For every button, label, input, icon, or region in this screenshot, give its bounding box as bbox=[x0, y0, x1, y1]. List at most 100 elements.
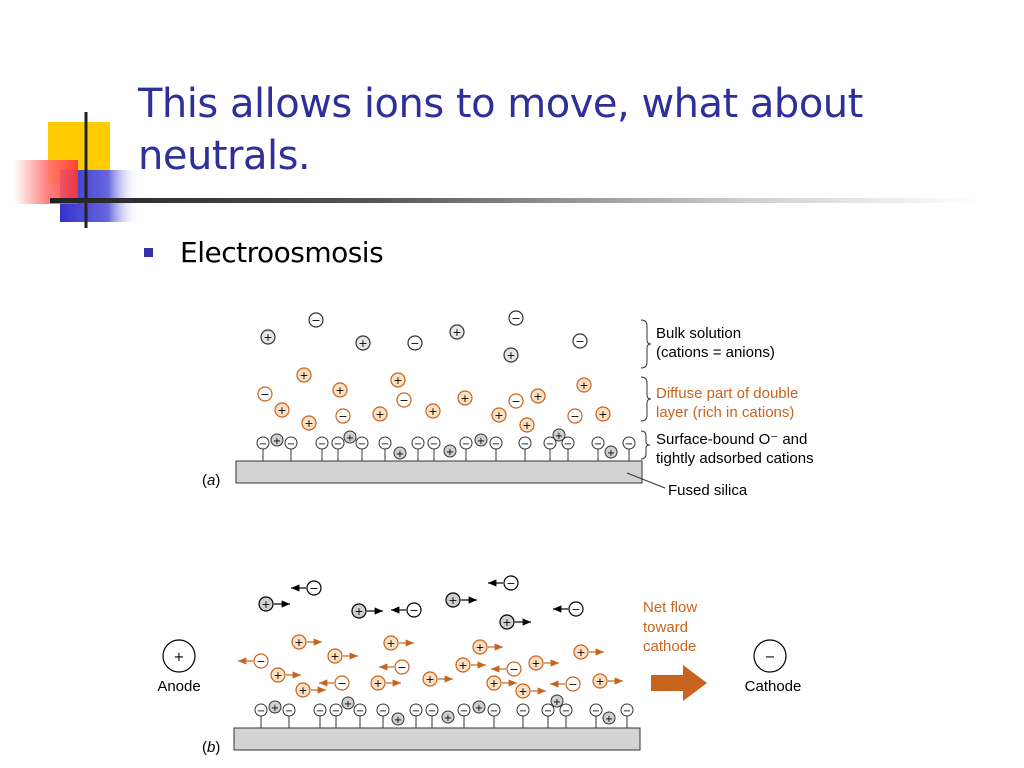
anode: + Anode bbox=[157, 639, 201, 695]
svg-text:−: − bbox=[332, 706, 340, 717]
ion-plus: + bbox=[296, 367, 312, 383]
ion-plus-moving: + bbox=[291, 634, 322, 650]
ion-minus: − bbox=[308, 312, 324, 328]
bound-plus: + bbox=[602, 711, 616, 725]
ion-plus: + bbox=[449, 324, 465, 340]
bound-minus: − bbox=[353, 703, 367, 728]
electroosmosis-figure: + − + − + − + − + + + − + + − + − + + + … bbox=[157, 310, 814, 756]
diffuse-ions-b: + + + + + − + + − + − + + + − + + − + bbox=[238, 634, 623, 699]
brace-surface bbox=[640, 430, 651, 460]
svg-text:−: − bbox=[430, 439, 438, 450]
panel-a: + − + − + − + − + + + − + + − + − + + + … bbox=[202, 310, 814, 499]
bound-minus: − bbox=[489, 436, 503, 461]
surface-label-2: tightly adsorbed cations bbox=[656, 450, 814, 467]
svg-text:+: + bbox=[304, 417, 313, 430]
bound-minus: − bbox=[315, 436, 329, 461]
bound-plus: + bbox=[341, 696, 355, 710]
svg-text:+: + bbox=[518, 685, 527, 698]
bound-minus: − bbox=[331, 436, 345, 461]
ion-minus: − bbox=[407, 335, 423, 351]
net-flow-arrow-icon bbox=[651, 665, 707, 701]
svg-text:+: + bbox=[553, 697, 561, 708]
svg-text:−: − bbox=[410, 337, 419, 350]
svg-text:−: − bbox=[414, 439, 422, 450]
ion-plus: + bbox=[576, 377, 592, 393]
svg-text:−: − bbox=[356, 706, 364, 717]
ion-plus-moving: + bbox=[351, 603, 383, 619]
bound-minus: − bbox=[543, 436, 557, 461]
svg-text:−: − bbox=[399, 394, 408, 407]
cathode-icon bbox=[753, 639, 787, 673]
ion-minus-moving: − bbox=[553, 601, 584, 617]
bullet-item: Electroosmosis bbox=[144, 236, 384, 269]
svg-text:+: + bbox=[273, 669, 282, 682]
bound-plus: + bbox=[604, 445, 618, 459]
svg-text:−: − bbox=[506, 577, 515, 590]
svg-text:−: − bbox=[334, 439, 342, 450]
ion-plus: + bbox=[519, 417, 535, 433]
bound-minus: − bbox=[376, 703, 390, 728]
svg-text:+: + bbox=[386, 637, 395, 650]
svg-text:−: − bbox=[259, 439, 267, 450]
bound-plus: + bbox=[550, 694, 564, 708]
svg-text:−: − bbox=[381, 439, 389, 450]
brace-bulk bbox=[640, 319, 652, 369]
svg-text:−: − bbox=[623, 706, 631, 717]
bound-minus: − bbox=[329, 703, 343, 728]
ion-plus-moving: + bbox=[499, 614, 531, 630]
svg-text:−: − bbox=[397, 661, 406, 674]
fused-silica-slab-b bbox=[233, 727, 641, 751]
netflow-line-3: cathode bbox=[643, 638, 696, 655]
bound-minus: − bbox=[427, 436, 441, 461]
svg-text:−: − bbox=[568, 678, 577, 691]
bound-minus: − bbox=[620, 703, 634, 728]
svg-text:+: + bbox=[271, 703, 279, 714]
title-line-1: This allows ions to move, what about bbox=[138, 81, 863, 127]
bulk-ions-b: − + + − + − + − bbox=[258, 575, 584, 630]
ion-plus-moving: + bbox=[573, 644, 604, 660]
bound-minus: − bbox=[559, 703, 573, 728]
bound-plus: + bbox=[441, 710, 455, 724]
svg-text:−: − bbox=[285, 706, 293, 717]
svg-text:+: + bbox=[477, 436, 485, 447]
bound-minus: − bbox=[591, 436, 605, 461]
surface-layer-a: − − − − − − − − − − − − − − − + + + + + … bbox=[256, 428, 636, 461]
svg-text:+: + bbox=[394, 715, 402, 726]
brace-diffuse bbox=[640, 376, 652, 422]
ion-plus-moving: + bbox=[270, 667, 301, 683]
svg-text:+: + bbox=[494, 409, 503, 422]
ion-minus: − bbox=[508, 310, 524, 326]
bound-minus: − bbox=[425, 703, 439, 728]
svg-text:−: − bbox=[564, 439, 572, 450]
bound-plus: + bbox=[343, 430, 357, 444]
bullet-square-icon bbox=[144, 248, 153, 257]
bound-minus: − bbox=[516, 703, 530, 728]
bullet-text: Electroosmosis bbox=[180, 236, 384, 269]
bound-minus: − bbox=[487, 703, 501, 728]
svg-text:+: + bbox=[354, 605, 363, 618]
svg-text:+: + bbox=[425, 673, 434, 686]
ion-plus-moving: + bbox=[445, 592, 477, 608]
slide-title: This allows ions to move, what about neu… bbox=[138, 78, 998, 182]
svg-text:−: − bbox=[358, 439, 366, 450]
svg-text:−: − bbox=[256, 655, 265, 668]
ion-plus: + bbox=[260, 329, 276, 345]
ion-plus-moving: + bbox=[383, 635, 414, 651]
ion-plus-moving: + bbox=[295, 682, 326, 698]
ion-plus-moving: + bbox=[515, 683, 546, 699]
svg-text:−: − bbox=[337, 677, 346, 690]
svg-text:+: + bbox=[531, 657, 540, 670]
bound-minus: − bbox=[518, 436, 532, 461]
svg-text:+: + bbox=[294, 636, 303, 649]
svg-text:−: − bbox=[428, 706, 436, 717]
svg-text:−: − bbox=[287, 439, 295, 450]
svg-text:+: + bbox=[298, 684, 307, 697]
svg-text:+: + bbox=[605, 714, 613, 725]
svg-text:+: + bbox=[448, 594, 457, 607]
svg-text:+: + bbox=[579, 379, 588, 392]
ion-plus: + bbox=[355, 335, 371, 351]
svg-text:+: + bbox=[475, 703, 483, 714]
svg-text:+: + bbox=[555, 431, 563, 442]
ion-plus-moving: + bbox=[592, 673, 623, 689]
bound-plus: + bbox=[268, 700, 282, 714]
